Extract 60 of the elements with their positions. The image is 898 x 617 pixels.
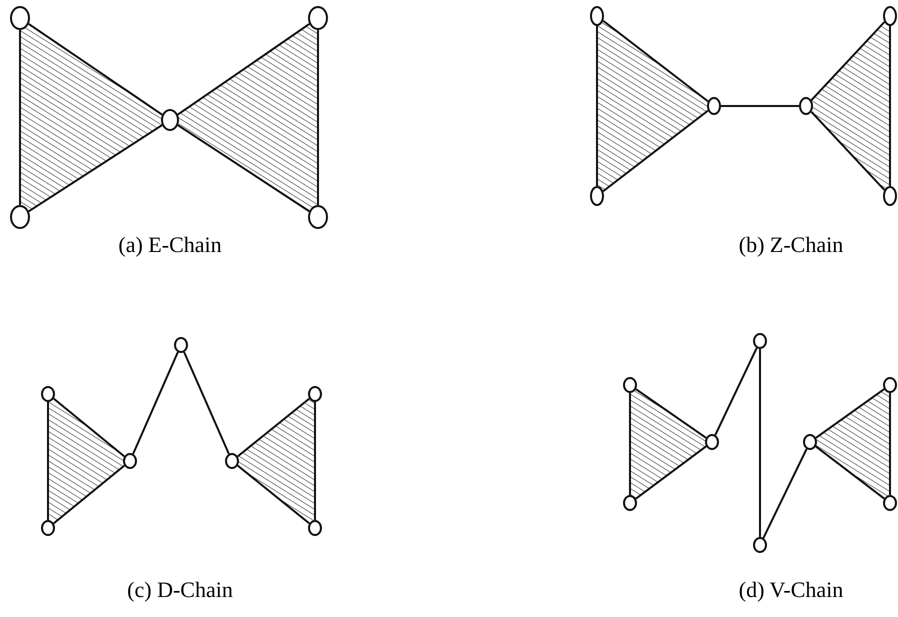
graph-edge [19,30,21,205]
graph-edge [602,110,709,192]
graph-edge [762,448,808,538]
graph-edge [28,23,163,116]
graph-edge [132,352,179,454]
graph-edge [721,105,799,107]
graph-edge [889,26,891,186]
vertex-circle [799,97,813,115]
vertex-circle [10,6,30,30]
graph-edge [177,23,310,116]
vertex-circle [883,6,897,26]
vertex-circle [623,377,637,393]
graph-edge [53,464,125,524]
vertex-circle [590,186,604,206]
subfigure-caption: (d) V-Chain [738,577,844,603]
vertex-circle [883,377,897,393]
vertex-circle [308,520,322,536]
vertex-circle [10,205,30,229]
vertex-circle [308,6,328,30]
subfigure-caption: (b) Z-Chain [738,232,844,258]
vertex-circle [590,6,604,26]
graph-edge [810,21,886,101]
vertex-circle [41,386,55,402]
vertex-circle [883,186,897,206]
graph-edge [53,398,125,458]
graph-edge [237,398,310,458]
graph-edge [889,393,891,495]
graph-edge [759,349,761,537]
vertex-circle [883,495,897,511]
graph-edge [629,393,631,495]
graph-edge [635,388,707,439]
graph-edge [635,446,707,500]
vertex-circle [803,434,817,450]
graph-edge [183,352,230,454]
graph-edge [602,20,709,102]
graph-edge [815,446,885,500]
subfigure-caption: (c) D-Chain [127,577,233,603]
subfigure-caption: (a) E-Chain [118,232,222,258]
vertex-circle [705,434,719,450]
vertex-circle [623,495,637,511]
vertex-circle [308,205,328,229]
vertex-circle [753,333,767,349]
graph-edge [177,124,310,212]
vertex-circle [308,386,322,402]
graph-edge [596,26,598,186]
vertex-circle [225,453,239,469]
vertex-circle [41,520,55,536]
vertex-circle [174,337,188,353]
graph-edge [47,402,49,520]
graph-edge [810,111,886,191]
graph-edge [815,388,885,439]
graph-edge [317,30,319,205]
graph-edge [714,348,758,436]
graph-edge [314,402,316,520]
graph-edge [237,464,310,524]
vertex-circle [161,109,179,131]
graph-edge [28,124,163,212]
vertex-circle [753,537,767,553]
vertex-circle [707,97,721,115]
vertex-circle [123,453,137,469]
